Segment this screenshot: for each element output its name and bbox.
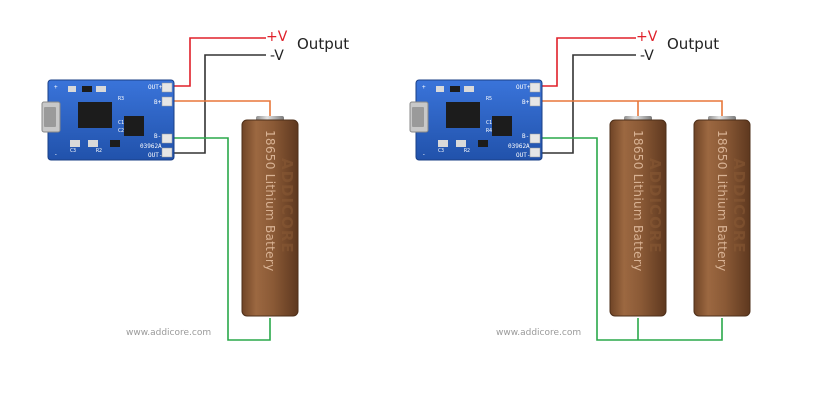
component-label: R4 <box>486 128 492 134</box>
panel-dual-parallel-battery: +V -V Output C3 R2 R5 C1 R4 03962A <box>409 29 751 341</box>
battery-label: 18650 Lithium Battery <box>263 130 277 271</box>
component-label: C1 <box>118 120 124 126</box>
panel-single-battery: +V -V Output C3 R2 R3 C1 C2 03962A + - <box>41 29 349 341</box>
pad-minus-label: - <box>422 151 426 158</box>
watermark-text: www.addicore.com <box>126 328 211 338</box>
pad-minus-label: - <box>54 151 58 158</box>
chip-code: 03962A <box>140 143 162 150</box>
component-label: C3 <box>70 148 76 154</box>
battery-brand: ADDICORE <box>730 158 748 254</box>
battery-brand: ADDICORE <box>278 158 296 254</box>
watermark-text: www.addicore.com <box>496 328 581 338</box>
pad-plus-label: + <box>422 84 426 91</box>
protection-chip <box>124 116 144 136</box>
battery-label: 18650 Lithium Battery <box>715 130 729 271</box>
battery-label: 18650 Lithium Battery <box>631 130 645 271</box>
component-label: C3 <box>438 148 444 154</box>
output-negative-wire <box>540 54 636 154</box>
positive-output-label: +V <box>636 29 658 45</box>
negative-output-label: -V <box>640 48 654 64</box>
output-label: Output <box>297 35 349 53</box>
component-label: R2 <box>96 148 102 154</box>
main-chip <box>78 102 112 128</box>
main-chip <box>446 102 480 128</box>
pad-out-neg-label: OUT- <box>148 152 162 159</box>
charger-board: C3 R2 R5 C1 R4 03962A + - OUT+ B+ B- OUT… <box>409 79 543 161</box>
pad-out-pos-label: OUT+ <box>148 84 163 91</box>
pad-plus-label: + <box>54 84 58 91</box>
component-label: R3 <box>118 96 124 102</box>
pad-out-neg-label: OUT- <box>516 152 530 159</box>
pad-out-pos-label: OUT+ <box>516 84 531 91</box>
battery-cell: 18650 Lithium Battery ADDICORE <box>693 116 751 317</box>
component-label: C1 <box>486 120 492 126</box>
battery-brand: ADDICORE <box>646 158 664 254</box>
pad-b-pos-label: B+ <box>154 99 162 106</box>
output-label: Output <box>667 35 719 53</box>
chip-code: 03962A <box>508 143 530 150</box>
output-positive-wire <box>172 37 266 87</box>
battery-cell: 18650 Lithium Battery ADDICORE <box>609 116 667 317</box>
battery-cell: 18650 Lithium Battery ADDICORE <box>241 116 299 317</box>
battery-positive-wire <box>172 100 271 120</box>
output-negative-wire <box>172 54 266 154</box>
pad-b-neg-label: B- <box>522 133 529 140</box>
component-label: R5 <box>486 96 492 102</box>
battery-positive-wire <box>540 100 723 120</box>
negative-output-label: -V <box>270 48 284 64</box>
pad-b-neg-label: B- <box>154 133 161 140</box>
battery-negative-wire <box>172 137 271 341</box>
protection-chip <box>492 116 512 136</box>
pad-b-pos-label: B+ <box>522 99 530 106</box>
battery-negative-wire <box>540 137 723 341</box>
output-positive-wire <box>540 37 636 87</box>
component-label: R2 <box>464 148 470 154</box>
component-label: C2 <box>118 128 124 134</box>
positive-output-label: +V <box>266 29 288 45</box>
charger-board: C3 R2 R3 C1 C2 03962A + - OUT+ B+ B- OUT… <box>41 79 175 161</box>
